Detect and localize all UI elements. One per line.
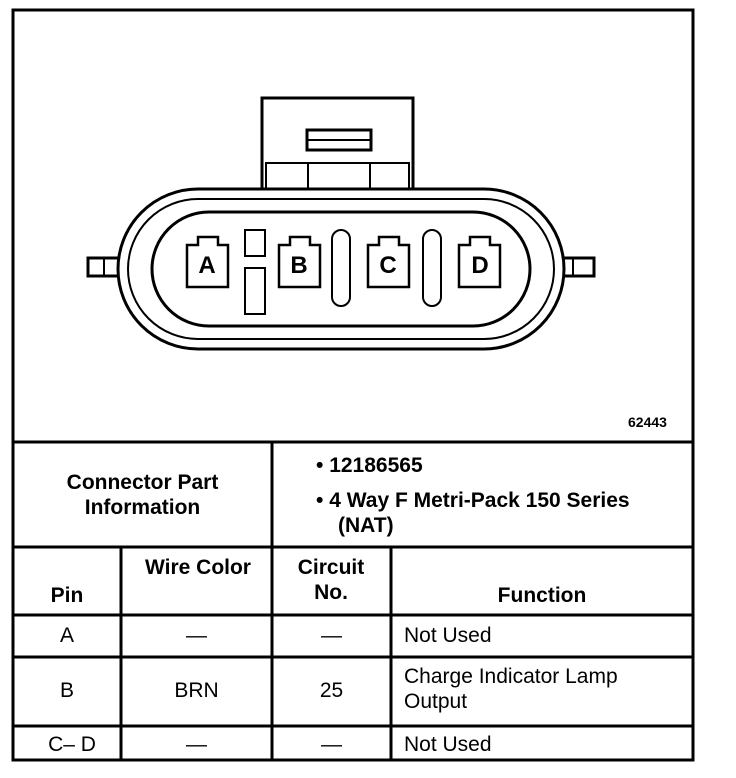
figure-frame — [11, 8, 695, 762]
pin-a-label: A — [198, 252, 215, 279]
pin-c-label: C — [379, 252, 396, 279]
row-cd-wire-color: — — [186, 733, 207, 756]
row-cd-function: Not Used — [404, 733, 492, 756]
header-circuit-no: Circuit No. — [297, 556, 365, 605]
row-a-pin: A — [59, 624, 74, 647]
row-a-wire-color: — — [186, 624, 207, 647]
row-cd-pin: C– D — [48, 733, 96, 756]
pin-cavity-a: A — [185, 235, 230, 289]
header-wire-color: Wire Color — [145, 556, 251, 579]
bullet-icon: • — [316, 454, 324, 477]
pin-b-label: B — [290, 252, 307, 279]
row-a-circuit: — — [321, 624, 342, 647]
header-function: Function — [497, 584, 587, 607]
row-b-wire-color: BRN — [174, 679, 219, 702]
connector-body — [86, 96, 596, 351]
row-cd-circuit: — — [321, 733, 342, 756]
row-a-function: Not Used — [404, 624, 492, 647]
figure-number: 62443 — [628, 414, 667, 430]
header-pin: Pin — [50, 584, 84, 607]
row-b-pin: B — [59, 679, 74, 702]
row-b-circuit: 25 — [319, 679, 344, 702]
pin-cavity-d: D — [457, 235, 502, 289]
pin-cavity-b: B — [277, 235, 322, 289]
bullet-icon: • — [316, 489, 324, 512]
part-info-item-1: • 12186565 — [316, 454, 423, 477]
pin-d-label: D — [471, 252, 488, 279]
pin-cavity-c: C — [366, 235, 411, 289]
part-info-label: Connector Part Information — [66, 471, 219, 520]
part-info-item-2: • 4 Way F Metri-Pack 150 Series (NAT) — [316, 489, 630, 538]
row-b-function: Charge Indicator Lamp Output — [404, 665, 618, 714]
